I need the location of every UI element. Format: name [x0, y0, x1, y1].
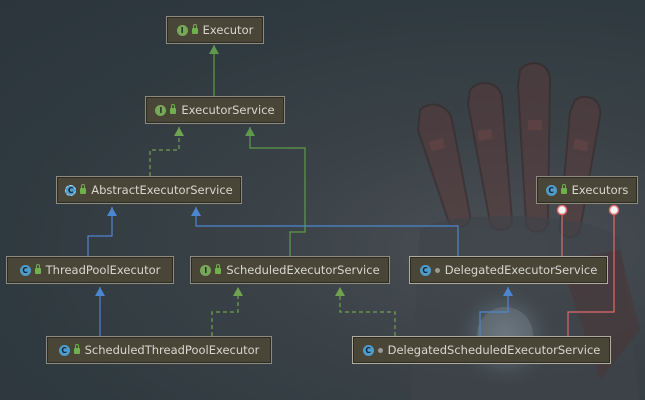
interface-icon: I [176, 24, 188, 36]
edge-scheduledthreadpool-implements-scheduled [211, 287, 243, 336]
lock-icon [560, 184, 567, 194]
node-label: Executors [571, 183, 629, 197]
edge-scheduledthreadpool-extends-threadpool [95, 287, 105, 336]
interface-icon: I [200, 264, 212, 276]
edge-threadpool-extends-abstract [87, 207, 117, 256]
edge-delegatedscheduled-extends-delegated [479, 287, 513, 336]
node-threadpoolexecutor[interactable]: C ThreadPoolExecutor [6, 256, 174, 284]
node-scheduledexecutorservice[interactable]: I ScheduledExecutorService [190, 256, 390, 284]
node-scheduledthreadpoolexecutor[interactable]: C ScheduledThreadPoolExecutor [46, 336, 272, 364]
node-label: DelegatedScheduledExecutorService [387, 343, 601, 357]
class-icon: C [545, 184, 557, 196]
node-executorservice[interactable]: I ExecutorService [145, 96, 285, 124]
abstract-class-icon: C [65, 184, 77, 196]
node-abstractexecutorservice[interactable]: C AbstractExecutorService [56, 176, 242, 204]
interface-icon: I [155, 104, 167, 116]
edge-executors-inner-delegatedscheduled [567, 204, 620, 336]
package-private-icon [377, 347, 383, 353]
class-icon: C [19, 264, 31, 276]
lock-icon [34, 264, 41, 274]
edge-delegatedscheduled-implements-scheduled [335, 287, 396, 336]
class-icon: C [58, 344, 70, 356]
node-label: Executor [202, 23, 254, 37]
edge-executorservice-extends-executor [209, 45, 219, 96]
edge-delegated-extends-abstract [191, 207, 459, 256]
edge-scheduled-extends-executorservice [245, 127, 306, 256]
node-label: DelegatedExecutorService [444, 263, 598, 277]
package-private-icon [434, 267, 440, 273]
edge-executors-inner-delegated [556, 204, 568, 256]
class-icon: C [362, 344, 374, 356]
lock-icon [73, 344, 80, 354]
edge-abstract-implements-executorservice [149, 127, 184, 176]
node-executor[interactable]: I Executor [166, 16, 264, 44]
node-label: ScheduledThreadPoolExecutor [84, 343, 260, 357]
node-label: ScheduledExecutorService [226, 263, 380, 277]
class-icon: C [419, 264, 431, 276]
lock-icon [80, 184, 87, 194]
lock-icon [215, 264, 222, 274]
node-delegatedscheduledexecutorservice[interactable]: C DelegatedScheduledExecutorService [352, 336, 611, 364]
lock-icon [170, 104, 177, 114]
lock-icon [191, 24, 198, 34]
node-label: ExecutorService [181, 103, 275, 117]
node-label: ThreadPoolExecutor [45, 263, 161, 277]
node-label: AbstractExecutorService [91, 183, 233, 197]
node-delegatedexecutorservice[interactable]: C DelegatedExecutorService [409, 256, 608, 284]
node-executors[interactable]: C Executors [536, 176, 638, 204]
